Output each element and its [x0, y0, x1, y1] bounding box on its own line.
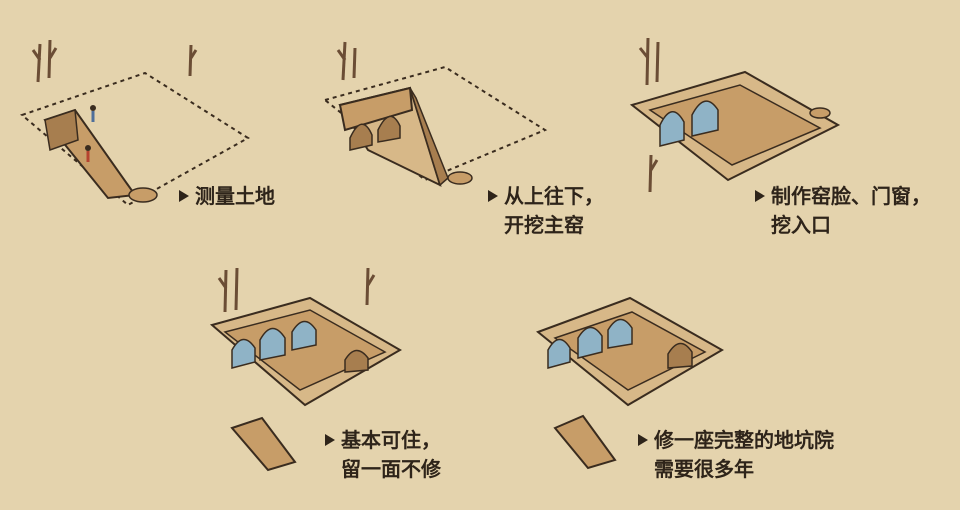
dirt-pile	[447, 171, 473, 185]
cave-arch	[259, 327, 286, 361]
cave-arch	[349, 123, 373, 151]
step-5-line-1: 修一座完整的地坑院	[654, 428, 834, 452]
step-4-illustration	[209, 267, 402, 472]
step-1-line-1: 测量土地	[195, 184, 275, 208]
cave-arch	[691, 100, 719, 137]
step-2-line-2: 开挖主窑	[504, 213, 584, 237]
step-4-caption: 基本可住， 留一面不修	[325, 426, 441, 484]
cave-arch	[231, 338, 256, 369]
step-3-line-1: 制作窑脸、门窗，	[771, 184, 931, 208]
entrance-ramp	[553, 414, 617, 470]
pit-floor	[223, 309, 387, 391]
step-1-illustration	[20, 39, 250, 207]
cave-arch	[547, 338, 571, 369]
cave-arch	[377, 115, 401, 143]
triangle-arrow-icon	[179, 189, 189, 202]
tree-icon	[638, 37, 660, 86]
dirt-pile	[809, 107, 831, 119]
step-4-line-1: 基本可住，	[341, 428, 441, 452]
survey-outline	[322, 65, 548, 182]
step-2-line-1: 从上往下，	[504, 184, 604, 208]
step-1-caption: 测量土地	[179, 182, 275, 211]
step-3-illustration	[629, 37, 841, 193]
step-3-caption: 制作窑脸、门窗， 挖入口	[755, 182, 931, 240]
triangle-arrow-icon	[488, 189, 498, 202]
triangle-arrow-icon	[325, 433, 335, 446]
tree-icon	[365, 267, 376, 306]
pit-back-wall	[338, 86, 414, 132]
triangle-arrow-icon	[755, 189, 765, 202]
tree-icon	[336, 41, 357, 81]
step-2-illustration	[322, 41, 548, 187]
cave-arch	[607, 318, 633, 349]
tree-icon	[648, 154, 659, 193]
step-3-line-2: 挖入口	[771, 213, 831, 237]
step-4-line-2: 留一面不修	[341, 457, 441, 481]
cave-arch	[667, 342, 693, 369]
entrance-ramp	[230, 416, 297, 472]
worker-figure	[85, 105, 96, 162]
dirt-pile	[128, 187, 158, 203]
step-5-illustration	[536, 296, 725, 470]
cave-arch	[291, 320, 317, 351]
cave-arch	[659, 111, 685, 147]
tree-icon	[217, 267, 239, 313]
tree-icon	[31, 39, 58, 83]
triangle-arrow-icon	[638, 433, 648, 446]
step-5-caption: 修一座完整的地坑院 需要很多年	[638, 426, 834, 484]
first-cut-wall	[44, 108, 79, 152]
cave-arch	[344, 349, 369, 373]
cave-arch	[577, 326, 603, 359]
step-2-caption: 从上往下， 开挖主窑	[488, 182, 604, 240]
step-5-line-2: 需要很多年	[654, 457, 754, 481]
tree-icon	[188, 44, 198, 77]
pit-floor	[648, 84, 822, 166]
